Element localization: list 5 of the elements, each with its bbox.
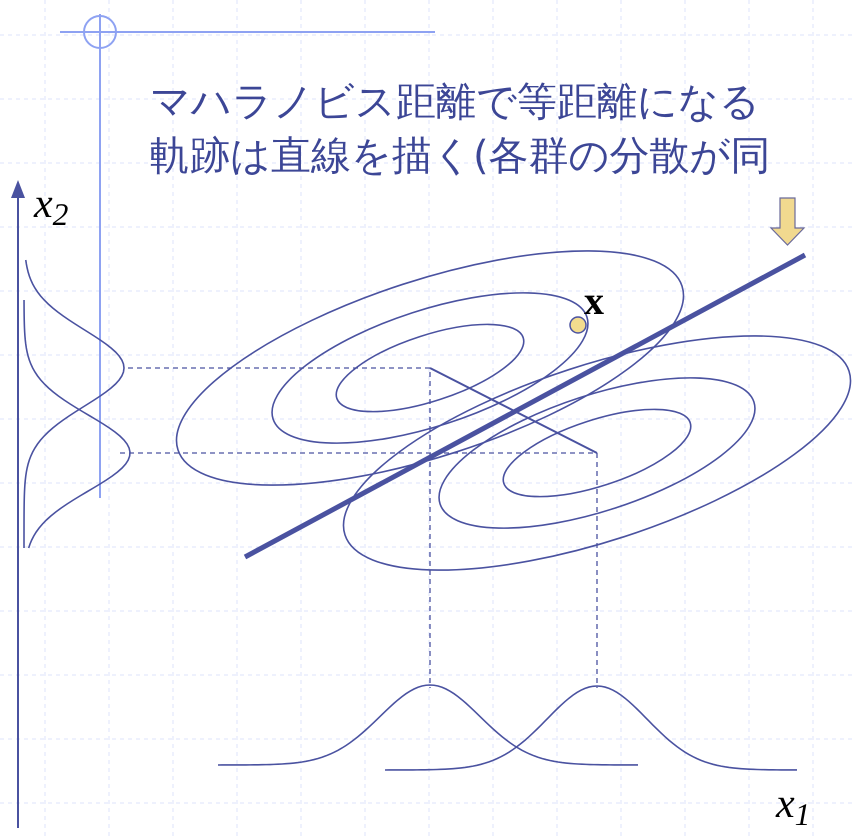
axis-label: x$_{2}$ [34,182,68,226]
axis-label: x$_{1}$ [776,782,810,826]
point-label: x [584,280,604,322]
heading-text: 軌跡は直線を描く(各群の分散が同 [150,132,771,180]
heading-text: マハラノビス距離で等距離になる [150,78,760,126]
